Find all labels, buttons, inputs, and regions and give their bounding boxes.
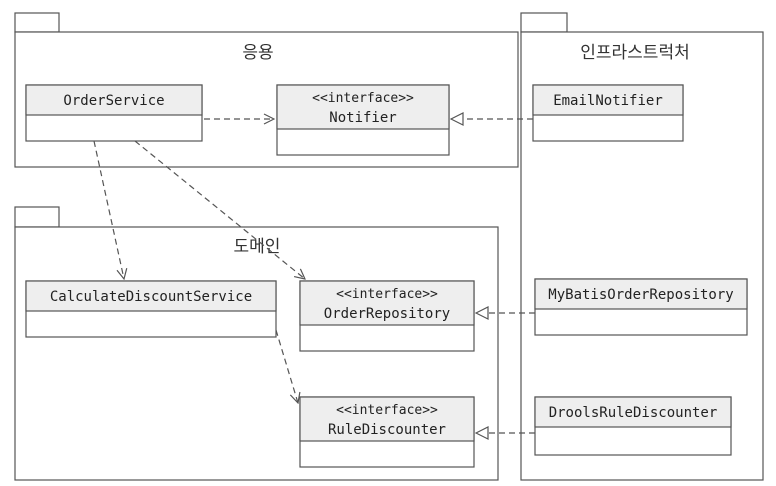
dependency-orderservice-calculatediscountservice [93, 140, 124, 279]
stereotype-label: <<interface>> [336, 287, 438, 302]
stereotype-label: <<interface>> [312, 91, 414, 106]
class-email-notifier: EmailNotifier [532, 84, 684, 142]
package-tab [14, 206, 60, 228]
class-name: OrderRepository [324, 306, 450, 322]
class-name: RuleDiscounter [328, 422, 446, 438]
package-title: 인프라스트럭처 [580, 43, 689, 63]
dependency-orderservice-orderrepository [134, 140, 305, 279]
class-drools-rule-discounter: DroolsRuleDiscounter [534, 396, 732, 456]
class-name: MyBatisOrderRepository [548, 287, 733, 303]
package-title: 응용 [242, 43, 273, 63]
stereotype-label: <<interface>> [336, 403, 438, 418]
class-order-service: OrderService [25, 84, 203, 142]
interface-notifier: <<interface>> Notifier [276, 84, 450, 156]
class-name: CalculateDiscountService [50, 289, 252, 305]
class-name: EmailNotifier [553, 93, 663, 109]
class-calculate-discount-service: CalculateDiscountService [25, 280, 277, 338]
class-name: OrderService [63, 93, 164, 109]
package-tab [520, 12, 568, 33]
interface-rule-discounter: <<interface>> RuleDiscounter [299, 396, 475, 468]
class-name: DroolsRuleDiscounter [549, 405, 718, 421]
dependency-calculatediscountservice-rulediscounter [275, 329, 298, 403]
interface-order-repository: <<interface>> OrderRepository [299, 280, 475, 352]
class-name: Notifier [329, 110, 396, 126]
package-tab [14, 12, 60, 33]
package-title: 도메인 [234, 237, 281, 257]
class-mybatis-order-repository: MyBatisOrderRepository [534, 278, 748, 336]
